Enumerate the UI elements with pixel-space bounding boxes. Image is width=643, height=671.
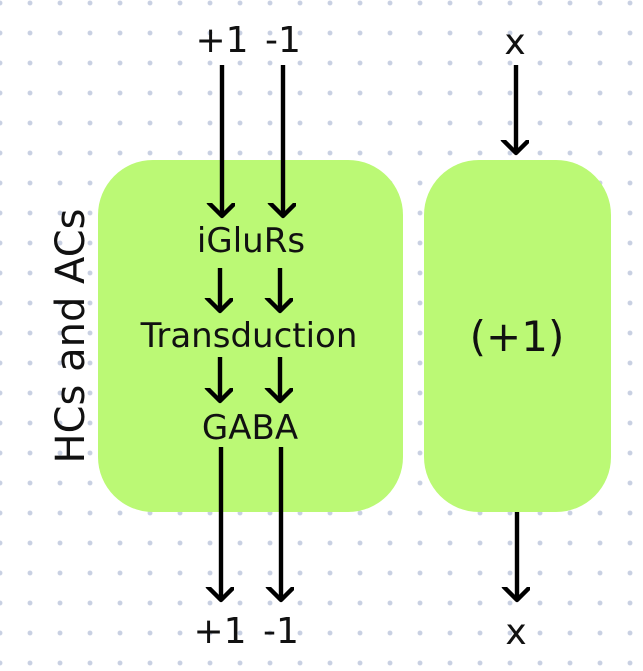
hcs-acs-box <box>98 160 403 512</box>
box-row-transduction: Transduction <box>140 316 358 356</box>
input-label-plus1: +1 <box>195 20 249 61</box>
box-row-iglurs: iGluRs <box>196 221 306 261</box>
output-label-plus1: +1 <box>193 611 247 652</box>
input-label-x: x <box>504 22 526 63</box>
input-label-minus1: -1 <box>265 20 301 61</box>
gain-box <box>424 160 611 512</box>
output-label-x: x <box>505 612 527 653</box>
output-label-minus1: -1 <box>263 611 299 652</box>
gain-box-label: (+1) <box>469 312 565 361</box>
side-label-hcs-and-acs: HCs and ACs <box>48 208 94 464</box>
box-row-gaba: GABA <box>201 408 299 448</box>
